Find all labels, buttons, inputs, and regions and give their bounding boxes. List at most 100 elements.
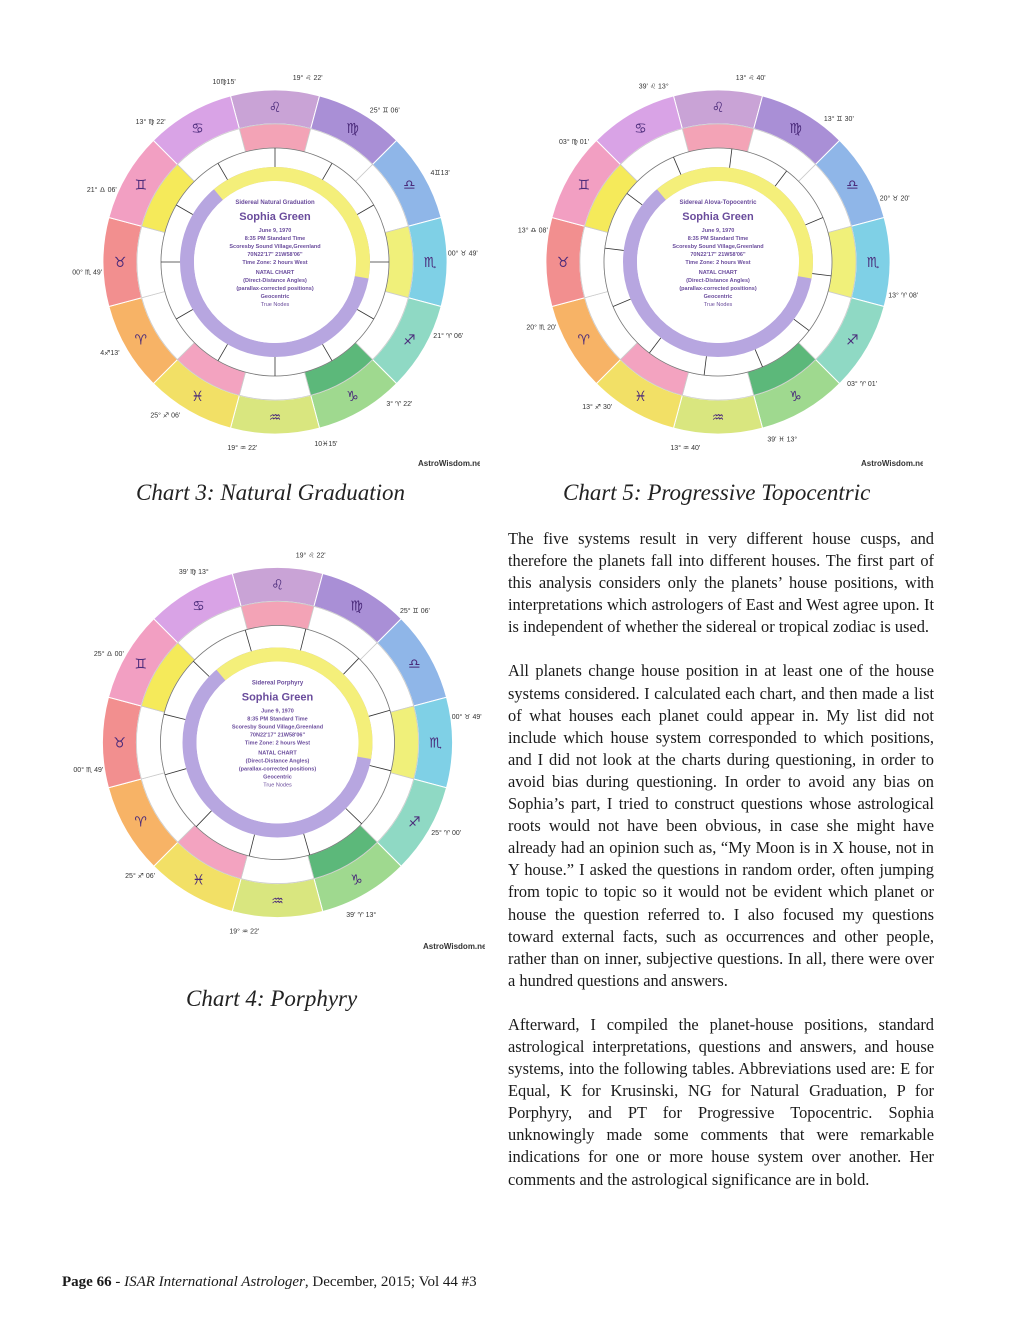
zodiac-sign-icon: ♊	[134, 657, 147, 673]
footer-separator: -	[111, 1274, 125, 1290]
zodiac-sign-icon: ♐	[408, 815, 421, 831]
house-cusp-line	[357, 204, 374, 215]
house-cusp-line	[673, 156, 682, 175]
cusp-degree-label: 19° ♌ 22'	[296, 551, 326, 559]
cusp-degree-label: 39' ♓ 13°	[767, 436, 797, 444]
house-cusp-line	[604, 247, 624, 251]
house-cusp-line	[729, 148, 733, 168]
zodiac-sign-icon: ♋	[634, 121, 647, 137]
cusp-degree-label: 13° ♐ 30'	[582, 403, 612, 411]
cusp-degree-label: 25° ♎ 00'	[94, 650, 124, 658]
cusp-degree-label: 25° ♐ 06'	[125, 872, 155, 880]
house-cusp-line	[303, 833, 311, 856]
zodiac-sign-icon: ♈	[134, 815, 147, 831]
chart-info-text: 70N22'17" 21W58'06"	[247, 252, 303, 258]
cusp-degree-label: 25° ♊ 06'	[370, 106, 400, 114]
chart-info-text: (parallax-corrected positions)	[679, 286, 756, 292]
chart-info-text: True Nodes	[704, 302, 733, 308]
inner-ring-highlight	[213, 166, 370, 279]
zodiac-sign-icon: ♍	[350, 599, 363, 615]
chart-center	[637, 181, 799, 343]
zodiac-sign-icon: ♐	[846, 333, 859, 349]
house-cusp-line	[176, 204, 193, 215]
zodiac-sign-icon: ♍	[346, 121, 359, 137]
zodiac-sign-icon: ♏	[429, 736, 442, 752]
chart-credit: AstroWisdom.net	[861, 459, 923, 468]
chart-center	[194, 181, 356, 343]
cusp-degree-label: 25° ♐ 06'	[150, 412, 180, 420]
cusp-degree-label: 10♍15'	[212, 78, 235, 86]
house-cusp-line	[612, 298, 631, 307]
zodiac-sign-icon: ♑	[350, 872, 363, 888]
zodiac-sign-icon: ♎	[846, 178, 859, 194]
house-cusp-line	[217, 344, 228, 361]
house-cusp-line	[163, 713, 186, 720]
house-cusp-line	[805, 217, 824, 226]
zodiac-sign-icon: ♎	[403, 178, 416, 194]
cusp-degree-label: 4♊13'	[430, 169, 449, 177]
cusp-degree-label: 10♓15'	[314, 440, 337, 448]
house-cusp-line	[343, 658, 360, 675]
cusp-degree-label: 19° ♌ 22'	[293, 74, 323, 82]
chart-info-text: Geocentric	[704, 294, 733, 300]
zodiac-sign-icon: ♊	[134, 178, 147, 194]
zodiac-sign-icon: ♓	[191, 389, 204, 405]
cusp-degree-label: 13° ♍ 22'	[136, 118, 166, 126]
chart-info-text: Time Zone: 2 hours West	[242, 260, 307, 266]
inner-ring-highlight	[656, 166, 813, 279]
cusp-degree-label: 00° ♉ 49'	[452, 713, 482, 721]
page-footer: Page 66 - ISAR International Astrologer,…	[62, 1274, 477, 1291]
chart-info-text: June 9, 1970	[261, 709, 294, 715]
chart-info-text: (Direct-Distance Angles)	[243, 278, 307, 284]
zodiac-sign-icon: ♌	[269, 100, 282, 116]
house-cusp-line	[195, 810, 212, 827]
house-cusp-line	[248, 834, 255, 857]
chart-info-text: Sophia Green	[239, 211, 311, 223]
zodiac-sign-icon: ♉	[113, 736, 126, 752]
cusp-degree-label: 13° ♌ 40'	[736, 74, 766, 82]
chart-info-text: Time Zone: 2 hours West	[245, 741, 310, 747]
house-cusp-line	[217, 163, 228, 180]
cusp-degree-label: 39' ♈ 13°	[346, 911, 376, 919]
page-number: Page 66	[62, 1274, 112, 1290]
cusp-degree-label: 21° ♎ 06'	[87, 186, 117, 194]
zodiac-sign-icon: ♌	[712, 100, 725, 116]
zodiac-sign-icon: ♐	[403, 333, 416, 349]
cusp-degree-label: 13° ♈ 08'	[888, 292, 918, 300]
house-cusp-line	[754, 349, 763, 368]
house-cusp-line	[164, 768, 187, 776]
chart-info-text: June 9, 1970	[702, 228, 735, 234]
zodiac-sign-icon: ♋	[191, 121, 204, 137]
chart-info-text: Sidereal Porphyry	[252, 681, 304, 687]
chart-info-text: NATAL CHART	[256, 270, 295, 276]
chart-info-text: Scoresby Sound Village,Greenland	[672, 244, 763, 250]
zodiac-sign-icon: ♉	[557, 255, 570, 271]
chart-info-text: (Direct-Distance Angles)	[246, 759, 310, 765]
issue-details: , December, 2015; Vol 44 #3	[304, 1274, 477, 1290]
zodiac-sign-icon: ♓	[192, 872, 205, 888]
zodiac-sign-icon: ♍	[789, 121, 802, 137]
house-cusp-line	[244, 629, 252, 652]
chart-info-text: 70N22'17" 21W58'06"	[690, 252, 746, 258]
inner-ring-highlight	[216, 647, 373, 759]
paragraph: The five systems result in very differen…	[508, 529, 934, 637]
cusp-degree-label: 00° ♉ 49'	[448, 250, 478, 258]
chart-info-text: 70N22'17" 21W58'06"	[250, 733, 306, 739]
zodiac-sign-icon: ♎	[408, 657, 421, 673]
chart-info-text: Geocentric	[263, 775, 292, 781]
chart-info-text: Scoresby Sound Village,Greenland	[229, 244, 320, 250]
cusp-degree-label: 3° ♈ 22'	[386, 400, 412, 408]
chart-info-text: NATAL CHART	[258, 751, 297, 757]
house-cusp-line	[176, 309, 193, 320]
chart-info-text: Scoresby Sound Village,Greenland	[232, 725, 323, 731]
house-cusp-line	[369, 765, 392, 772]
cusp-degree-label: 39' ♌ 13°	[639, 82, 669, 90]
zodiac-sign-icon: ♒	[271, 894, 284, 910]
journal-title: ISAR International Astrologer	[124, 1274, 305, 1290]
zodiac-sign-icon: ♏	[867, 255, 880, 271]
chart-info-text: 8:35 PM Standard Time	[688, 236, 748, 242]
cusp-degree-label: 13° ♊ 30'	[824, 115, 854, 123]
